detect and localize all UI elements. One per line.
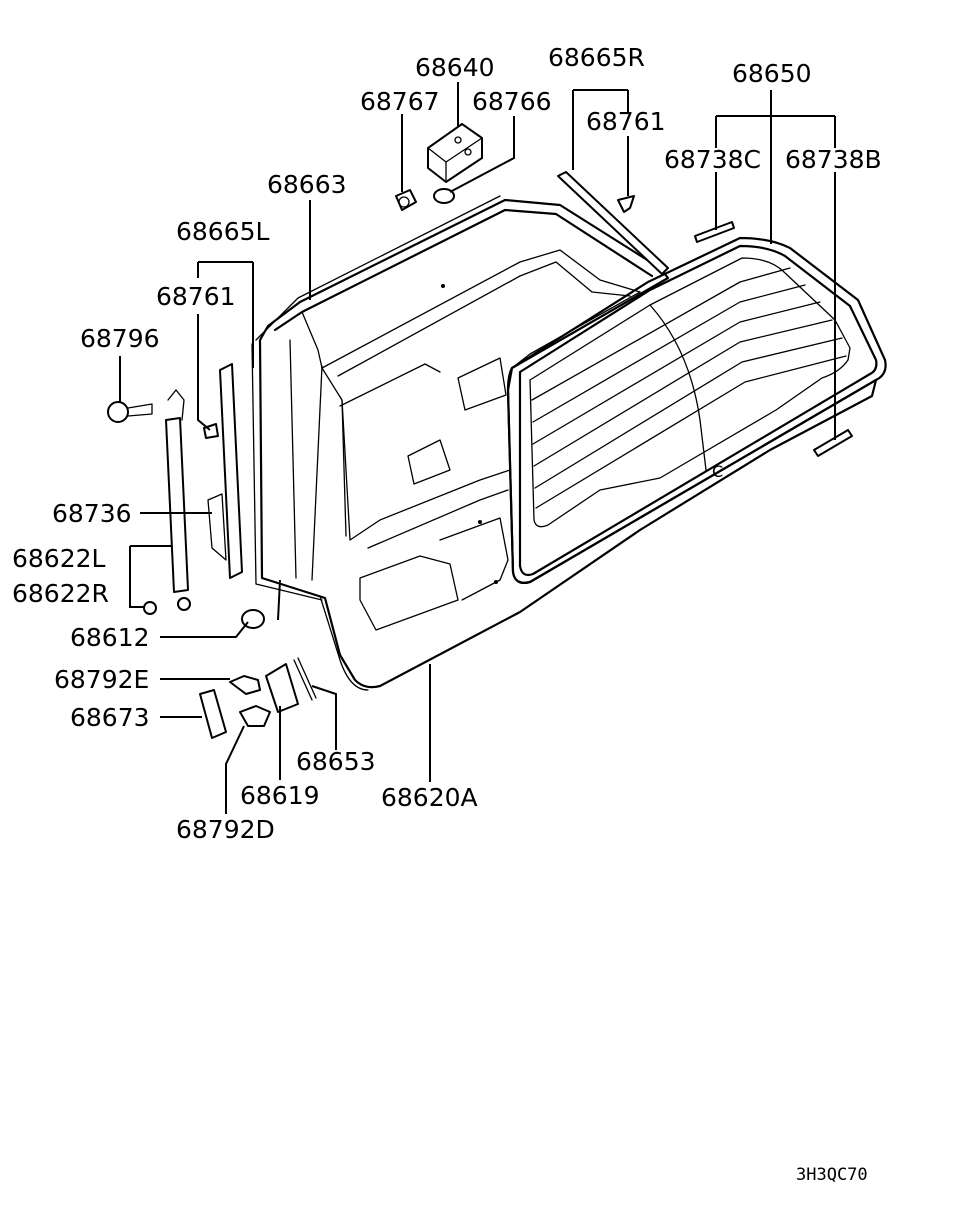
gas-strut bbox=[143, 389, 191, 615]
label-68792E: 68792E bbox=[54, 665, 149, 694]
rear-glass: C bbox=[506, 236, 887, 584]
hinge bbox=[427, 123, 483, 183]
leader-lines bbox=[119, 82, 836, 814]
label-68736: 68736 bbox=[52, 499, 132, 528]
molding-right bbox=[557, 171, 669, 275]
label-68640: 68640 bbox=[415, 53, 495, 82]
label-68612: 68612 bbox=[70, 623, 150, 652]
diagram-code: 3H3QC70 bbox=[796, 1165, 868, 1185]
label-68620A: 68620A bbox=[381, 783, 478, 812]
label-68622L: 68622L bbox=[12, 544, 106, 573]
label-68761-left: 68761 bbox=[156, 282, 236, 311]
clip-68761-top bbox=[617, 195, 635, 213]
label-68619: 68619 bbox=[240, 781, 320, 810]
label-68792D: 68792D bbox=[176, 815, 275, 844]
part-labels: 68640 68665R 68650 68767 68766 68761 687… bbox=[12, 43, 882, 1185]
label-68673: 68673 bbox=[70, 703, 150, 732]
label-68653: 68653 bbox=[296, 747, 376, 776]
label-68665R: 68665R bbox=[548, 43, 645, 72]
bolt-68792D bbox=[239, 705, 271, 727]
label-68761-top: 68761 bbox=[586, 107, 666, 136]
weatherstrip bbox=[251, 195, 501, 691]
seal-68653 bbox=[293, 657, 317, 701]
latch-cover-68619 bbox=[265, 663, 299, 713]
label-68738B: 68738B bbox=[785, 145, 882, 174]
stickers bbox=[694, 221, 853, 457]
label-68738C: 68738C bbox=[664, 145, 761, 174]
label-68622R: 68622R bbox=[12, 579, 109, 608]
label-68796: 68796 bbox=[80, 324, 160, 353]
bolt-68796 bbox=[107, 401, 153, 423]
molding-left bbox=[207, 363, 243, 579]
tailgate-panel bbox=[258, 198, 878, 689]
label-68766: 68766 bbox=[472, 87, 552, 116]
label-68650: 68650 bbox=[732, 59, 812, 88]
bolt-68767 bbox=[395, 189, 417, 211]
label-68663: 68663 bbox=[267, 170, 347, 199]
bolt-68792E bbox=[229, 675, 261, 695]
label-68767: 68767 bbox=[360, 87, 440, 116]
label-68665L: 68665L bbox=[176, 217, 270, 246]
striker-68673 bbox=[199, 689, 227, 739]
nut-68766 bbox=[433, 188, 455, 204]
